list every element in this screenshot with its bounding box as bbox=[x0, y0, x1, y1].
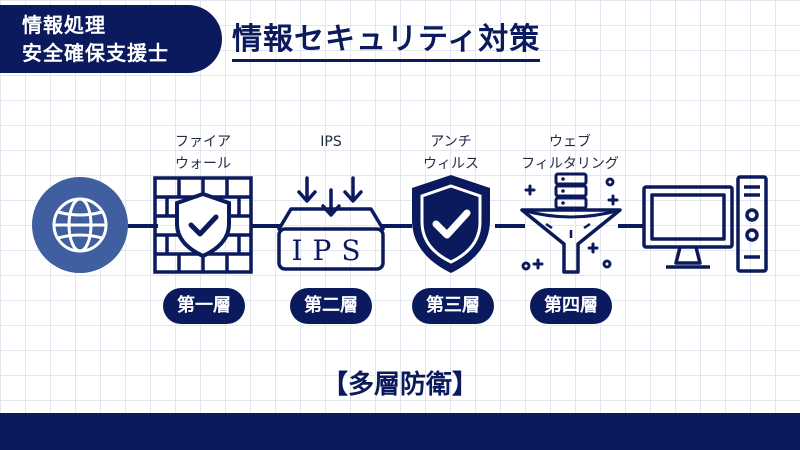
layer-pill-3: 第三層 bbox=[412, 288, 494, 324]
footer-bar bbox=[0, 413, 800, 450]
connector-line bbox=[128, 224, 158, 228]
shield-check-icon bbox=[412, 175, 490, 273]
layer-pill-2: 第二層 bbox=[290, 288, 372, 324]
ips-icon: IPS bbox=[277, 176, 385, 271]
layer-label-antivirus: アンチ ウィルス bbox=[423, 134, 479, 172]
desktop-computer-icon bbox=[642, 175, 768, 273]
category-badge: 情報処理 安全確保支援士 bbox=[0, 5, 222, 73]
layer-label-ips: IPS bbox=[320, 134, 342, 150]
layer-pill-1: 第一層 bbox=[163, 288, 245, 324]
ips-box-text: IPS bbox=[291, 234, 370, 267]
web-filter-funnel-icon bbox=[520, 172, 622, 274]
badge-line-1: 情報処理 bbox=[22, 13, 106, 37]
connector-line bbox=[618, 224, 644, 228]
connector-line bbox=[495, 224, 525, 228]
globe-icon bbox=[32, 177, 128, 273]
summary-label: 【多層防衛】 bbox=[321, 370, 478, 400]
firewall-icon bbox=[153, 176, 253, 274]
layer-pill-4: 第四層 bbox=[530, 288, 612, 324]
layer-label-web-filtering: ウェブ フィルタリング bbox=[521, 134, 619, 172]
layer-label-firewall: ファイア ウォール bbox=[175, 134, 231, 172]
connector-line bbox=[382, 224, 412, 228]
page-title: 情報セキュリティ対策 bbox=[232, 14, 541, 62]
connector-line bbox=[250, 224, 280, 228]
badge-line-2: 安全確保支援士 bbox=[22, 41, 169, 65]
